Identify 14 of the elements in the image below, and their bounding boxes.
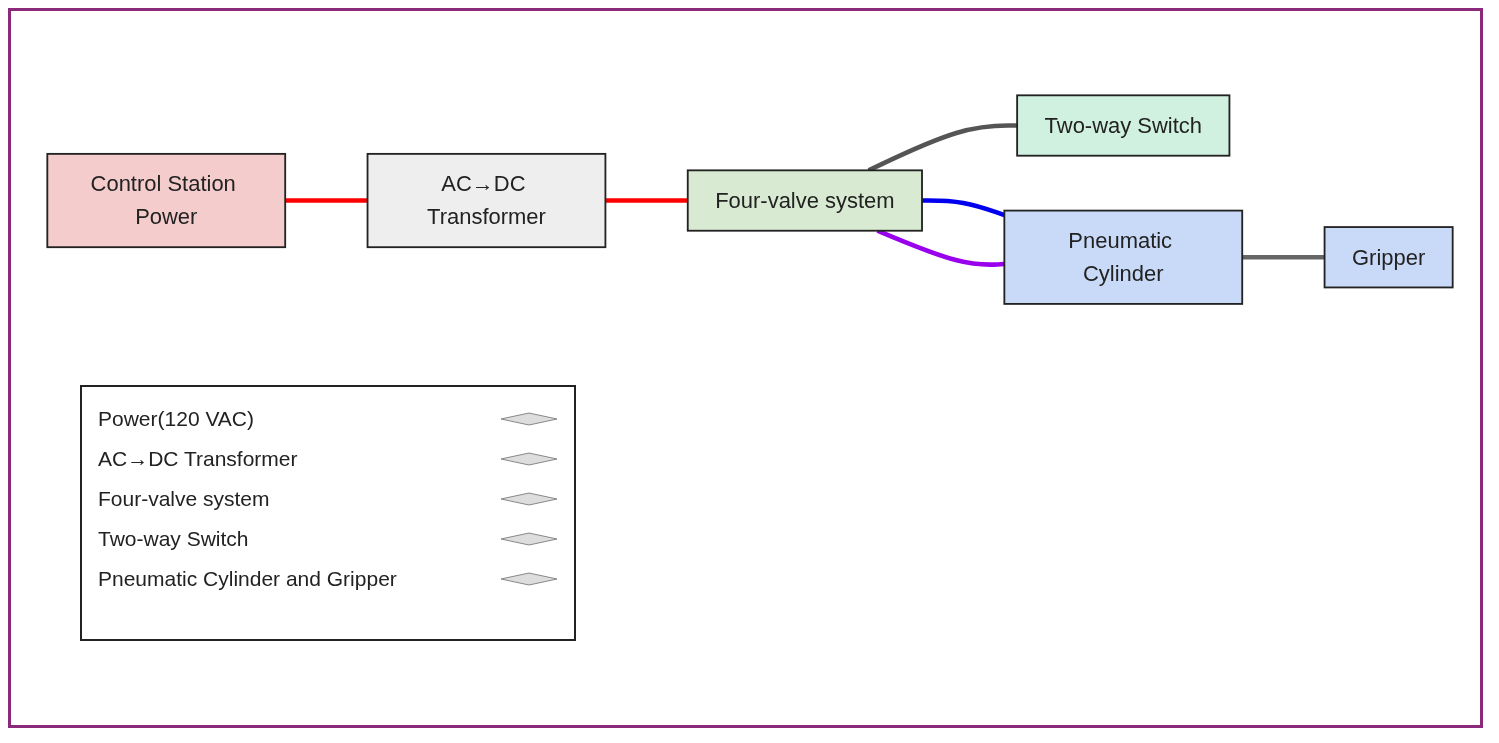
connector [605, 198, 688, 204]
legend-text: Four-valve system [98, 487, 270, 511]
connector [1242, 255, 1325, 260]
node-box: Four-valve system [686, 169, 923, 232]
legend-text: Pneumatic Cylinder and Gripper [98, 567, 397, 591]
node-box: AC→DC Transformer [366, 153, 607, 249]
legend-text: AC→DC Transformer [98, 447, 298, 471]
node-box: Pneumatic Cylinder [1003, 210, 1244, 306]
connector [285, 198, 368, 204]
legend-text: Power(120 VAC) [98, 407, 254, 431]
node-box: Two-way Switch [1016, 94, 1231, 157]
node-box: Control Station Power [46, 153, 287, 249]
legend-text: Two-way Switch [98, 527, 249, 551]
node-box: Gripper [1323, 226, 1454, 289]
